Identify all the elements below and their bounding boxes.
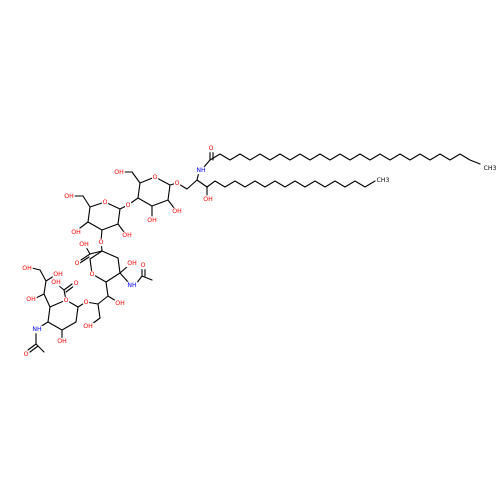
label-background [22,350,30,359]
glc-oh3-label: OH [147,217,157,224]
chain1-ch3-label: CH3 [484,165,497,172]
sia2-cooh-oh-label: OH [51,279,61,286]
sia2-ring-bonds [47,299,79,331]
sia1-ring-o-label: O [90,271,95,278]
label-background [171,207,183,216]
sia1-ac-o-label: O [141,262,146,269]
gal-c5-c6-bond [82,195,91,208]
sia2-oh4-label: OH [57,338,67,345]
sia2-ac-o-label: O [24,351,29,358]
sia1-c8-c9-bond [97,303,101,319]
gal-c2-oh-bond [117,223,125,233]
sia1-oh4-label: OH [127,260,137,267]
sia1-c2-cooh-bond [89,250,103,255]
sia2-ac-dbl-bond-2 [29,345,39,353]
gal-sia1-link-o-label: O [99,239,104,246]
label-background [82,298,90,307]
gal-oh6-label: OH [64,193,74,200]
gal-oh4-label: OH [71,229,81,236]
sia2-nh-label: NH [32,326,42,333]
sia2-c9-oh-bond [31,267,41,271]
label-background [31,325,43,334]
sia2-ring-o-label: O [64,297,69,304]
sia1-cooh-dbl-bond-2 [79,256,90,264]
cer-glycosidic-o-label: O [175,180,180,187]
label-background [482,164,498,173]
amide-c-n-bond [203,159,211,168]
label-background [78,240,90,249]
sia1-c5-n-bond [119,272,129,283]
label-background [146,216,158,225]
label-background [97,238,105,247]
sia1-ac-ch3-bond [141,275,153,281]
label-background [21,264,33,273]
glc-oh6-label: OH [114,169,124,176]
sia1-cooh-o-label: O [75,260,80,267]
sia1-sia2-link-o-label: O [84,299,89,306]
sia2-oh9-label: OH [22,265,32,272]
gal-ring-o-label: O [103,199,108,206]
sia2-c6-c7-bond [43,293,51,308]
glc-oh2-label: OH [172,208,182,215]
label-background [207,144,215,153]
label-background [126,259,138,268]
label-background [88,270,96,279]
label-background [73,259,81,268]
label-background [82,322,94,331]
sia1-oh9-label: OH [83,323,93,330]
gal-oh2-label: OH [122,232,132,239]
sph-oh-label: OH [203,196,213,203]
label-background [72,279,80,288]
label-background [173,179,181,188]
label-background [113,168,125,177]
glc-gal-link-o-label: O [126,202,131,209]
label-background [124,201,132,210]
glc-ring-o-label: O [153,174,158,181]
label-background [62,296,70,305]
sia2-c7-c8-bond [43,280,47,295]
sia2-c8-c9-bond [39,269,47,282]
sia1-cooh-oh-label: OH [79,241,89,248]
label-background [139,261,147,270]
sia1-oh7-label: OH [115,300,125,307]
sia2-cooh-dbl-bond-2 [65,285,75,293]
label-background [202,195,214,204]
label-background [70,228,82,237]
sia2-oh7-label: OH [26,296,36,303]
sia2-oh8-label: OH [53,271,63,278]
glc-c2-oh-bond [167,199,175,209]
atom-labels: CH3 CH3 NH O OH O O OH OH OH O O OH OH O… [21,144,498,359]
gal-c4-oh-bond [79,221,89,229]
glc-ring-bonds [137,176,171,207]
label-background [195,166,207,175]
glc-c5-c6-bond [131,171,141,184]
sia2-cooh-o-label: O [74,280,79,287]
sia1-nh-label: NH [127,282,137,289]
sph-backbone-bonds [176,179,376,190]
label-background [63,192,75,201]
label-background [52,270,64,279]
sia2-ac-dbl-bond [27,343,37,351]
amide-o-label: O [209,145,214,152]
label-background [375,176,391,185]
sia2-cooh-dbl-bond [63,283,73,291]
label-background [101,198,109,207]
label-background [25,295,37,304]
label-background [114,299,126,308]
label-background [151,173,159,182]
sia1-c6-c7-bond [105,281,109,297]
acyl-chain-bonds [209,153,481,165]
sia2-c7-oh-bond [35,293,45,299]
chain2-ch3-label: CH3 [377,177,390,184]
label-background [50,278,62,287]
amide-nh-label: NH [196,167,206,174]
sia1-c7-c8-bond [97,295,109,305]
sia1-cooh-dbl-bond [80,253,91,261]
label-background [121,231,133,240]
label-background [126,281,138,290]
sia2-ac-ch3-bond [35,343,45,353]
label-background [56,337,68,346]
